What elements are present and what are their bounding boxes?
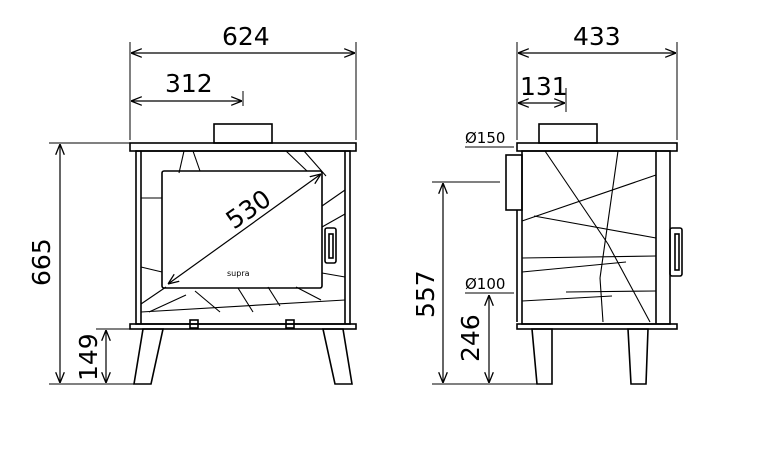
side-flue-offset-label: 131 — [520, 72, 568, 101]
side-depth-label: 433 — [573, 22, 621, 51]
side-depth-dimension: 433 — [516, 22, 678, 140]
side-decorative-lines — [521, 150, 657, 323]
flue-diameter-label: Ø150 — [465, 129, 505, 147]
front-height-dimension: 665 — [27, 142, 134, 385]
front-stove-body — [129, 123, 357, 385]
front-half-width-label: 312 — [165, 69, 213, 98]
front-decorative-lines — [140, 150, 346, 313]
side-outlet-height-label: 557 — [411, 270, 440, 318]
front-half-width-dimension: 312 — [131, 69, 244, 106]
air-inlet-diameter-label: Ø100 — [465, 275, 505, 293]
front-width-dimension: 624 — [129, 22, 357, 140]
front-view: supra 530 624 312 665 — [27, 22, 357, 385]
side-view: 433 131 Ø150 557 Ø100 246 — [411, 22, 683, 385]
side-flue-offset-dimension: 131 — [518, 72, 568, 112]
front-base-height-dimension: 149 — [74, 328, 130, 383]
brand-logo: supra — [227, 269, 250, 278]
side-outlet-height-dimension: 557 — [411, 181, 537, 385]
door-diagonal-label: 530 — [221, 184, 277, 235]
front-base-height-label: 149 — [74, 333, 103, 381]
side-air-inlet-height-dimension: 246 — [456, 295, 489, 383]
front-width-label: 624 — [222, 22, 270, 51]
door-diagonal-dimension: 530 — [168, 174, 321, 284]
front-height-label: 665 — [27, 238, 56, 286]
side-stove-body — [505, 123, 683, 385]
side-air-inlet-height-label: 246 — [456, 314, 485, 362]
